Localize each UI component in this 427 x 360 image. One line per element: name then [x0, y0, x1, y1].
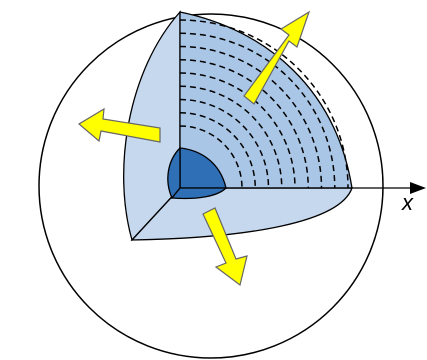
- x-axis-label: x: [402, 192, 413, 214]
